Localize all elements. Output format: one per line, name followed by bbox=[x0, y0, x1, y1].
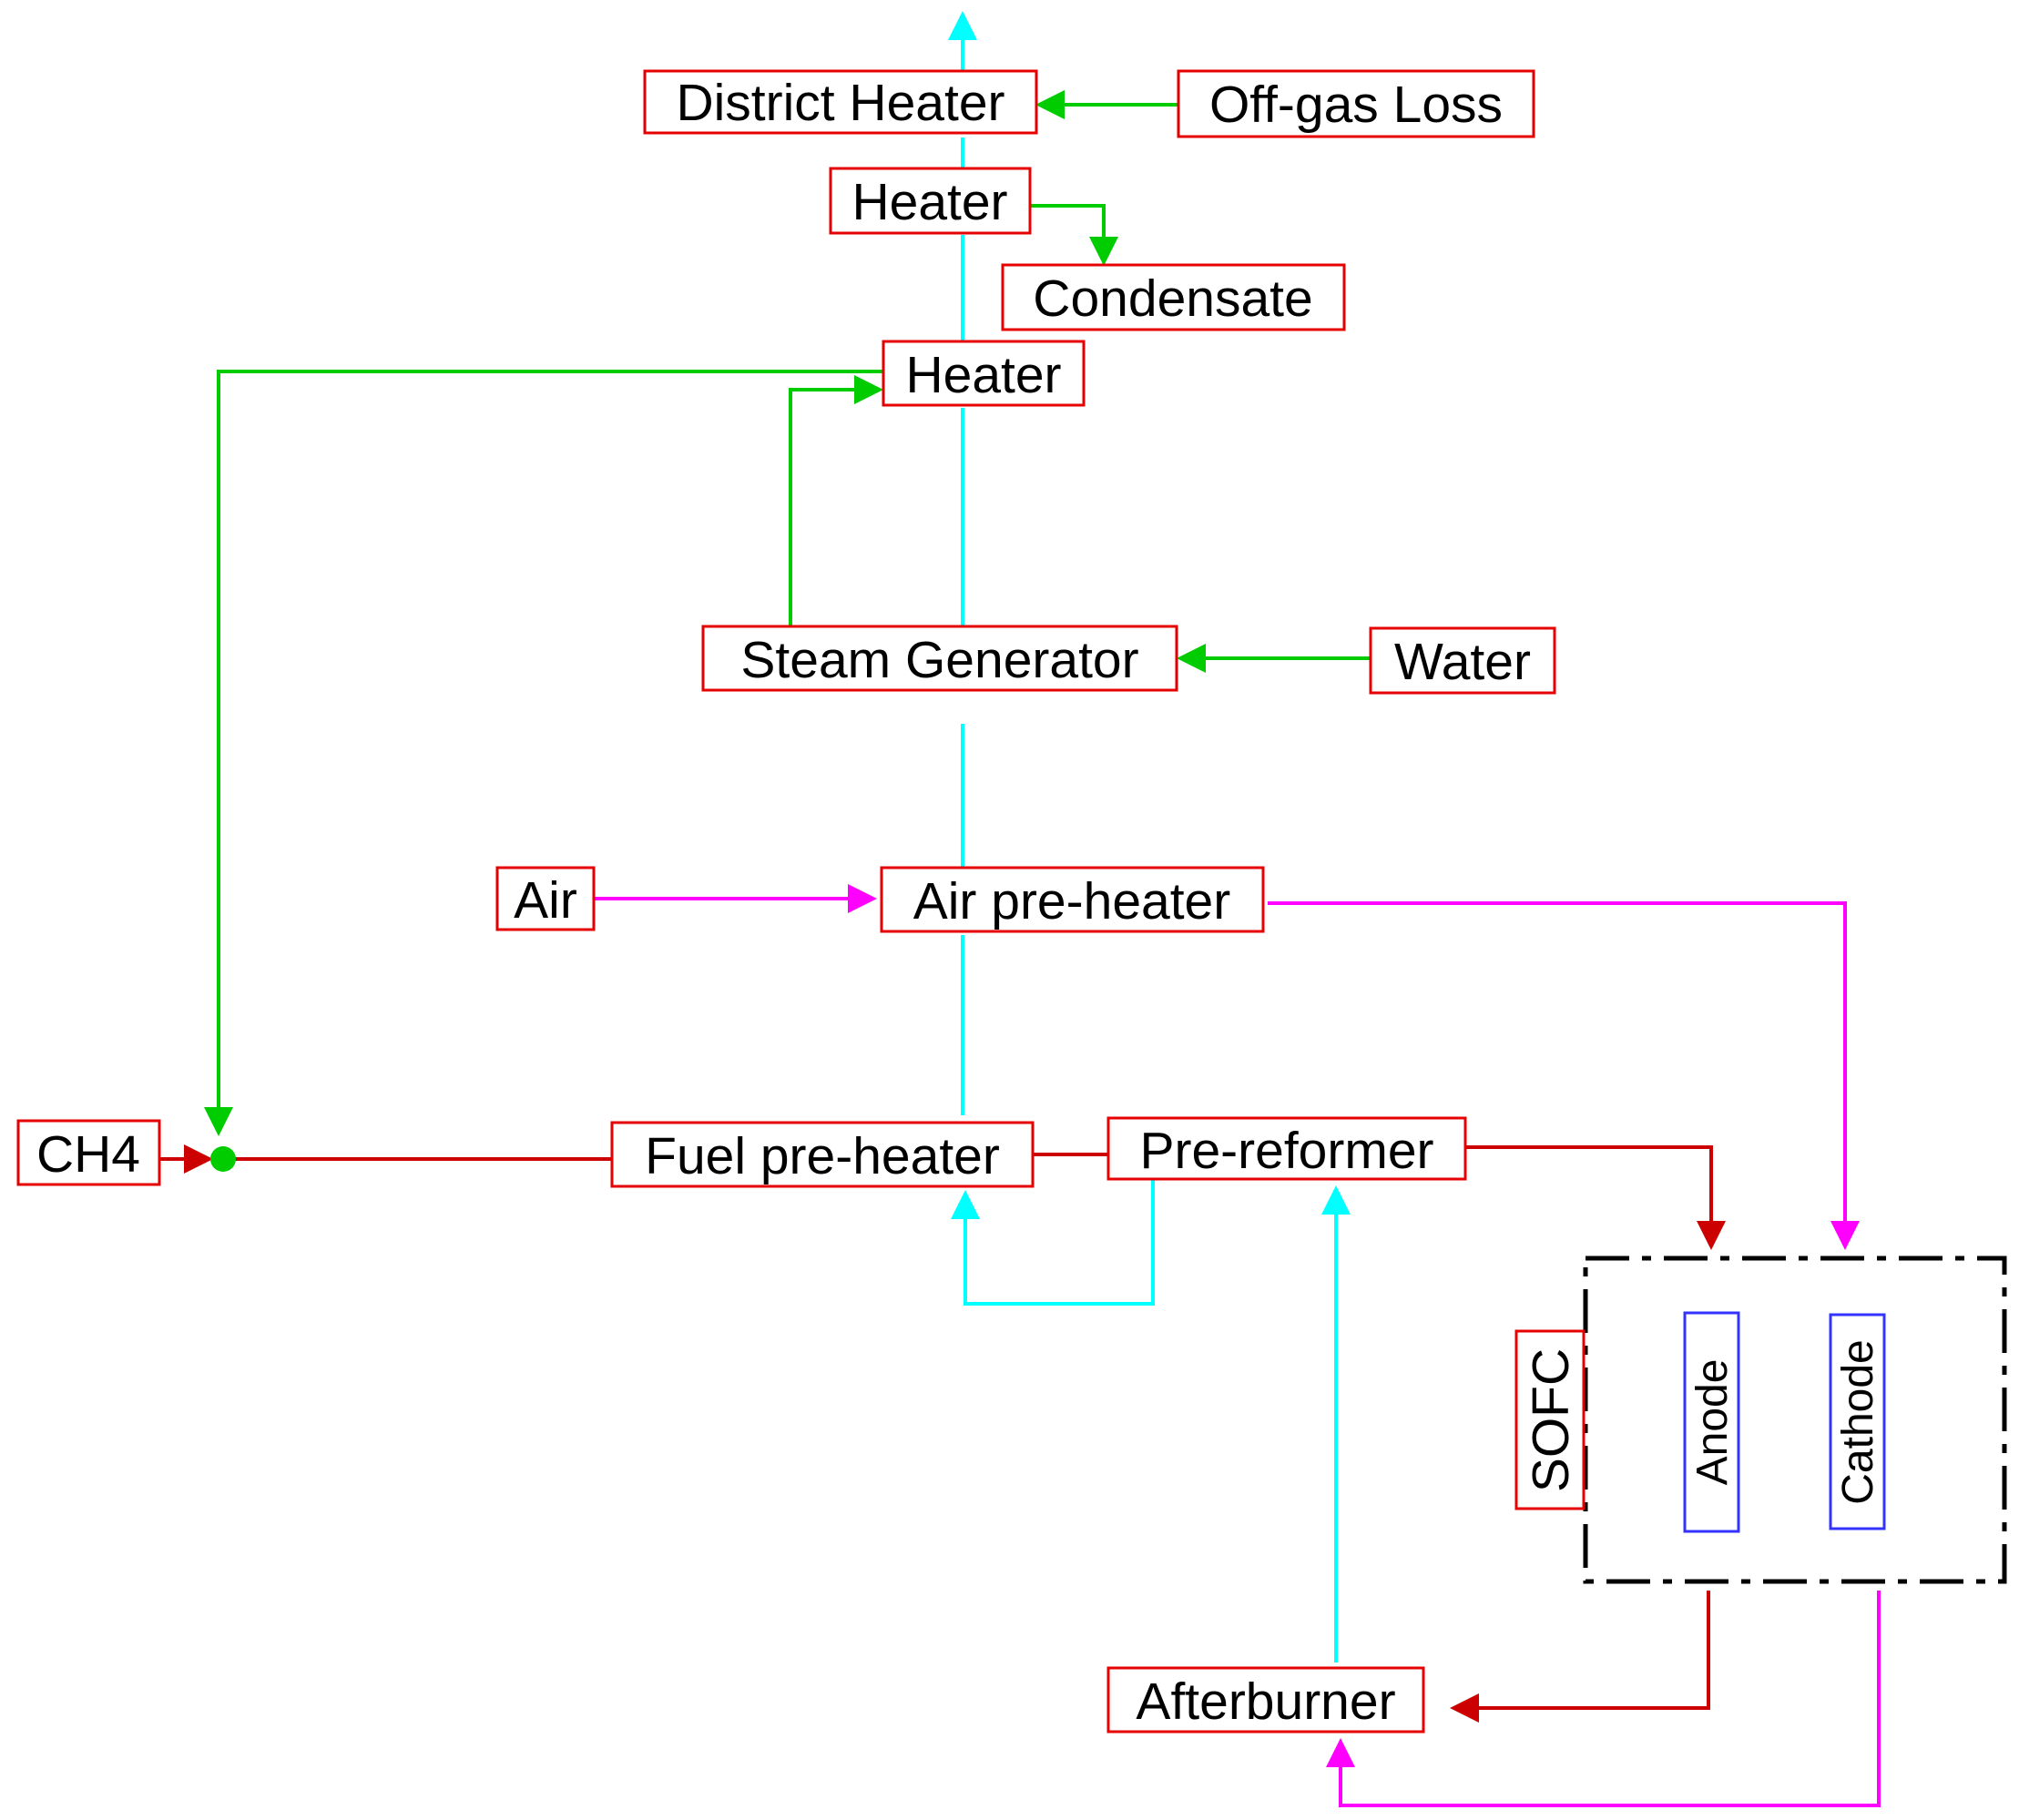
flow-prereformer-to-fuelpreheater bbox=[951, 1179, 1155, 1306]
node-condensate: Condensate bbox=[1001, 263, 1346, 331]
svg-text:Heater: Heater bbox=[905, 346, 1061, 404]
node-district-heater: District Heater bbox=[643, 69, 1038, 135]
svg-text:Steam Generator: Steam Generator bbox=[740, 631, 1138, 689]
flow-heater-to-mixer bbox=[204, 370, 883, 1136]
flow-airpreheater-to-cathode bbox=[1268, 901, 1860, 1250]
node-cathode: Cathode bbox=[1829, 1313, 1886, 1530]
process-boxes: District Heater Off-gas Loss Heater Cond… bbox=[16, 69, 1886, 1734]
node-air: Air bbox=[495, 866, 596, 931]
node-afterburner: Afterburner bbox=[1106, 1666, 1425, 1734]
svg-text:Pre-reformer: Pre-reformer bbox=[1139, 1122, 1433, 1180]
flow-steamgen-to-heater bbox=[789, 375, 883, 626]
node-heater-mid: Heater bbox=[882, 340, 1086, 407]
svg-text:Water: Water bbox=[1394, 633, 1531, 691]
flow-prereformer-to-anode bbox=[1465, 1145, 1726, 1250]
node-air-preheater: Air pre-heater bbox=[880, 866, 1265, 933]
svg-text:Heater: Heater bbox=[851, 173, 1007, 231]
node-pre-reformer: Pre-reformer bbox=[1106, 1116, 1467, 1181]
flow-lines bbox=[159, 18, 1881, 1807]
node-steam-generator: Steam Generator bbox=[701, 625, 1178, 692]
node-water: Water bbox=[1369, 626, 1556, 695]
svg-text:Off-gas Loss: Off-gas Loss bbox=[1209, 76, 1503, 134]
mixer-junction bbox=[210, 1146, 236, 1172]
svg-text:District Heater: District Heater bbox=[676, 74, 1004, 132]
svg-text:SOFC: SOFC bbox=[1522, 1348, 1580, 1492]
node-fuel-preheater: Fuel pre-heater bbox=[610, 1121, 1035, 1188]
svg-text:Condensate: Condensate bbox=[1033, 269, 1312, 328]
flow-anode-to-afterburner bbox=[1450, 1591, 1710, 1723]
flow-cathode-to-afterburner bbox=[1326, 1591, 1881, 1807]
svg-text:Anode: Anode bbox=[1688, 1359, 1737, 1486]
sofc-boundary bbox=[1583, 1256, 2007, 1584]
flow-heater-to-condensate bbox=[1030, 204, 1118, 266]
svg-text:Fuel pre-heater: Fuel pre-heater bbox=[645, 1127, 1000, 1185]
svg-text:Cathode: Cathode bbox=[1834, 1339, 1882, 1504]
svg-text:Air pre-heater: Air pre-heater bbox=[913, 872, 1231, 930]
node-sofc: SOFC bbox=[1514, 1329, 1586, 1510]
node-anode: Anode bbox=[1683, 1311, 1740, 1533]
node-off-gas-loss: Off-gas Loss bbox=[1177, 69, 1535, 138]
svg-text:Air: Air bbox=[514, 871, 577, 930]
node-heater-top: Heater bbox=[829, 167, 1032, 235]
svg-text:Afterburner: Afterburner bbox=[1136, 1673, 1395, 1731]
node-ch4: CH4 bbox=[16, 1119, 161, 1186]
svg-text:CH4: CH4 bbox=[36, 1125, 140, 1184]
